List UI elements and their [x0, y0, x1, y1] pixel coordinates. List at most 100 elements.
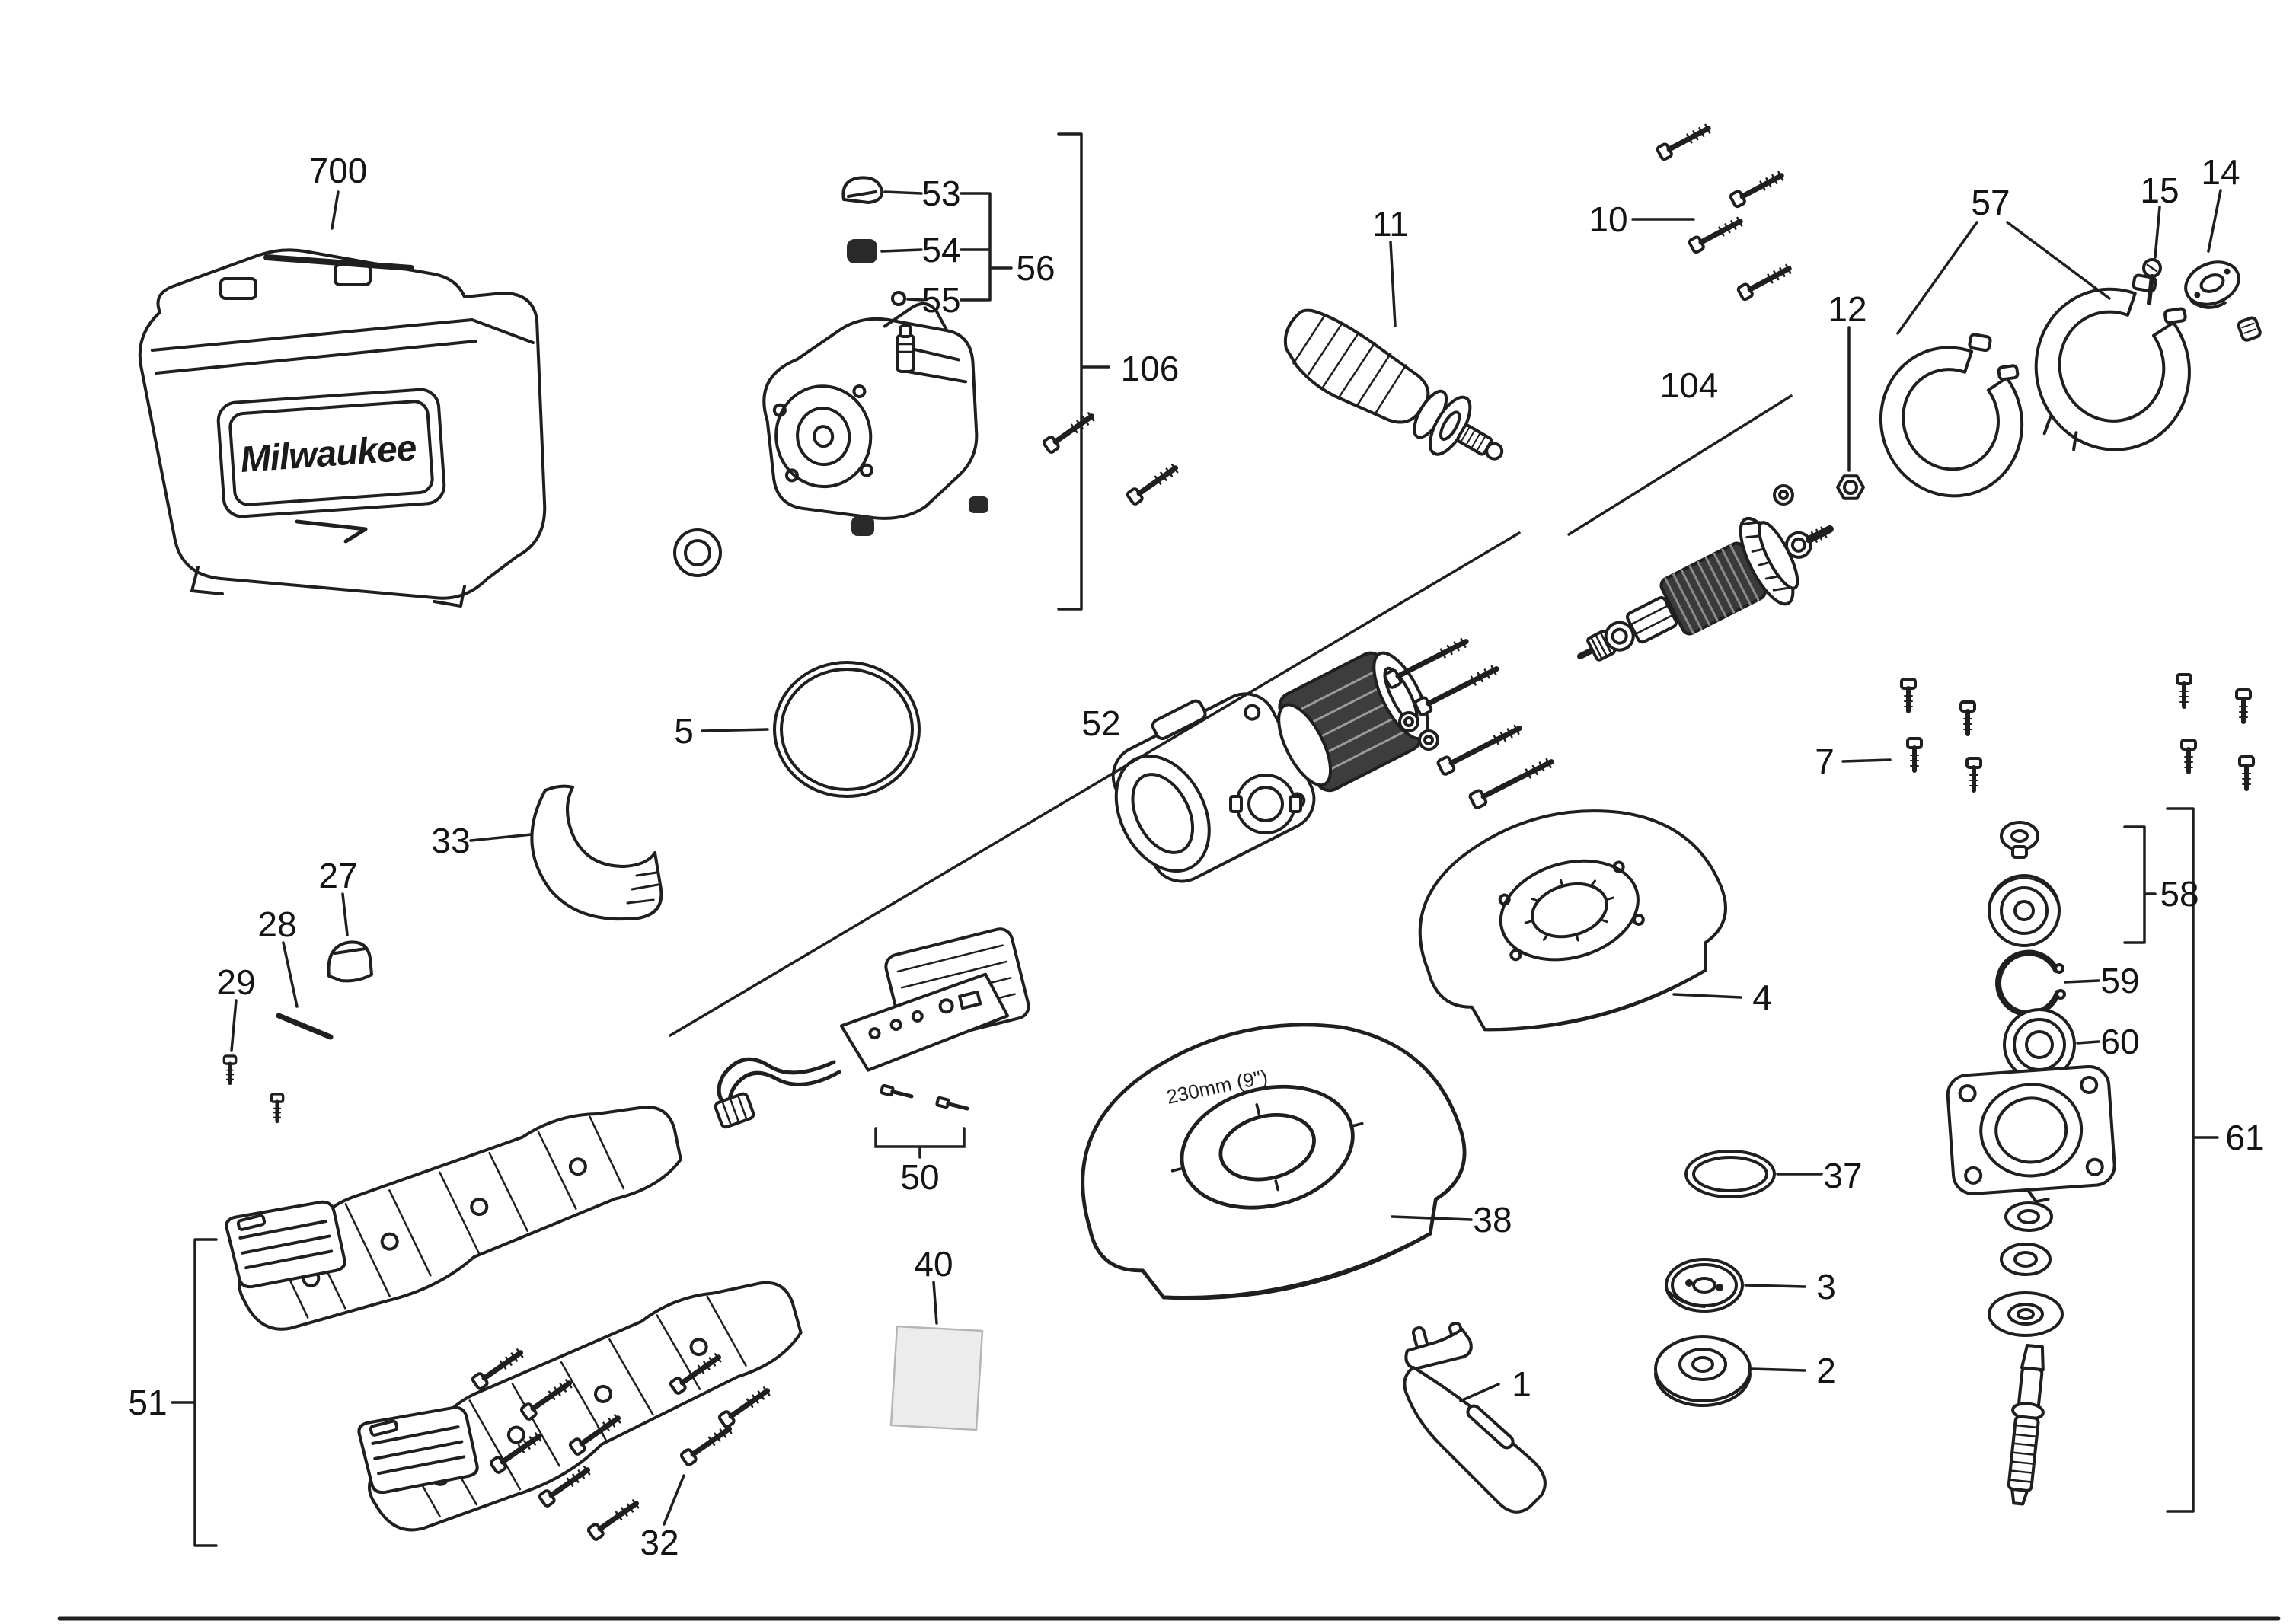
screw-7-d: [1967, 758, 1981, 790]
callout-label-12: 12: [1828, 289, 1866, 329]
screw-29-b: [271, 1094, 283, 1121]
small-ring-part: [891, 291, 906, 306]
side-handle: [1283, 308, 1504, 461]
callout-label-27: 27: [318, 856, 357, 895]
pin-28: [276, 1013, 334, 1040]
screw-7-h: [2240, 757, 2253, 789]
grommet-part: [847, 239, 877, 263]
callout-label-3: 3: [1816, 1267, 1836, 1307]
callout-label-61: 61: [2225, 1118, 2264, 1157]
screw-7-g: [2182, 740, 2195, 772]
leader-59: [2064, 979, 2100, 984]
leader-29: [230, 999, 238, 1052]
screw-7-a: [1902, 679, 1915, 711]
cap-27: [327, 940, 373, 983]
leader-15: [2154, 206, 2161, 259]
callout-label-55: 55: [921, 280, 960, 320]
callout-label-59: 59: [2100, 961, 2139, 1000]
leader-104: [1567, 394, 1793, 536]
callout-label-52: 52: [1081, 704, 1120, 743]
leader-53: [883, 190, 990, 195]
callout-label-40: 40: [914, 1244, 953, 1284]
gearcase-bearing: [673, 528, 722, 577]
callout-label-56: 56: [1016, 248, 1055, 288]
leader-700: [331, 190, 340, 230]
retainer-58: [1988, 874, 2061, 947]
lock-nut-3: [1665, 1258, 1744, 1313]
washer-near-armature: [1773, 484, 1794, 506]
rubber-grommet-a: [851, 516, 874, 536]
backing-flange-2: [1654, 1335, 1752, 1407]
callout-label-11: 11: [1372, 204, 1409, 244]
leader-52: [669, 531, 1521, 1037]
handle-cover-33: [530, 784, 663, 921]
carrying-case: [138, 248, 547, 608]
screw-10-b: [1729, 170, 1784, 208]
callout-label-53: 53: [921, 174, 960, 213]
field-bolt-b: [1414, 662, 1499, 716]
wheel-guard-38: [1081, 1023, 1467, 1300]
field-washer-b: [1418, 729, 1439, 751]
wheel-guard-4: [1418, 809, 1727, 1032]
spanner-wrench-1: [1403, 1322, 1547, 1514]
screw-7-b: [1961, 702, 1975, 734]
screw-32-i: [680, 1423, 733, 1466]
callout-label-29: 29: [216, 962, 255, 1002]
leader-2: [1750, 1367, 1806, 1372]
field-bolt-c: [1437, 722, 1522, 775]
screw-10-d: [1737, 263, 1792, 301]
leader-28: [282, 941, 299, 1008]
leader-60: [2076, 1040, 2100, 1045]
leader-55: [906, 298, 990, 302]
bracket-50: [874, 1127, 966, 1159]
callout-label-104: 104: [1660, 365, 1719, 405]
bracket-58: [2123, 825, 2157, 944]
leader-5: [701, 728, 769, 732]
o-ring-37: [1684, 1150, 1776, 1198]
bracket-61: [2166, 807, 2219, 1513]
callout-label-10: 10: [1589, 199, 1627, 239]
hex-nut-12: [1836, 474, 1865, 500]
screw-15: [2142, 258, 2162, 305]
rubber-grommet-b: [969, 496, 988, 513]
cap-part: [841, 176, 884, 204]
callout-label-57: 57: [1971, 183, 2010, 222]
leader-14: [2207, 189, 2222, 253]
callout-label-4: 4: [1752, 978, 1772, 1017]
spindle-pin-part: [896, 324, 915, 373]
leader-40: [932, 1281, 938, 1325]
leader-38: [1391, 1215, 1473, 1221]
washer-b-61: [2000, 1243, 2052, 1276]
callout-label-700: 700: [309, 151, 368, 190]
spindle-61: [2007, 1343, 2045, 1506]
screw-10-a: [1656, 123, 1711, 161]
field-washer-a: [1398, 711, 1419, 732]
callout-label-1: 1: [1512, 1364, 1531, 1404]
clamp-band-left: [1879, 333, 2024, 498]
screw-7-f: [2237, 690, 2250, 722]
leader-57: [1896, 221, 2111, 335]
callout-label-54: 54: [921, 230, 960, 270]
callout-label-5: 5: [674, 711, 694, 751]
bracket-51: [171, 1238, 218, 1547]
cup-washer-61: [1988, 1291, 2064, 1337]
callout-label-37: 37: [1823, 1156, 1862, 1195]
leader-32: [663, 1474, 685, 1526]
callout-label-2: 2: [1816, 1351, 1836, 1390]
screw-10-c: [1688, 215, 1743, 254]
small-cylinder-14: [2237, 316, 2262, 342]
leader-54: [880, 248, 990, 253]
small-screw-b: [1126, 462, 1179, 505]
callout-label-15: 15: [2140, 171, 2179, 210]
screw-7-c: [1908, 739, 1921, 771]
screw-29-a: [224, 1056, 235, 1083]
o-ring-5: [773, 661, 921, 798]
label-sticker-40: [889, 1325, 984, 1431]
field-bolt-d: [1469, 755, 1554, 809]
bracket-106: [1057, 132, 1110, 611]
cap-58: [2000, 821, 2039, 859]
leader-7: [1841, 758, 1892, 763]
screw-32-f: [587, 1498, 640, 1540]
callout-label-60: 60: [2100, 1022, 2139, 1061]
leader-4: [1672, 993, 1742, 999]
